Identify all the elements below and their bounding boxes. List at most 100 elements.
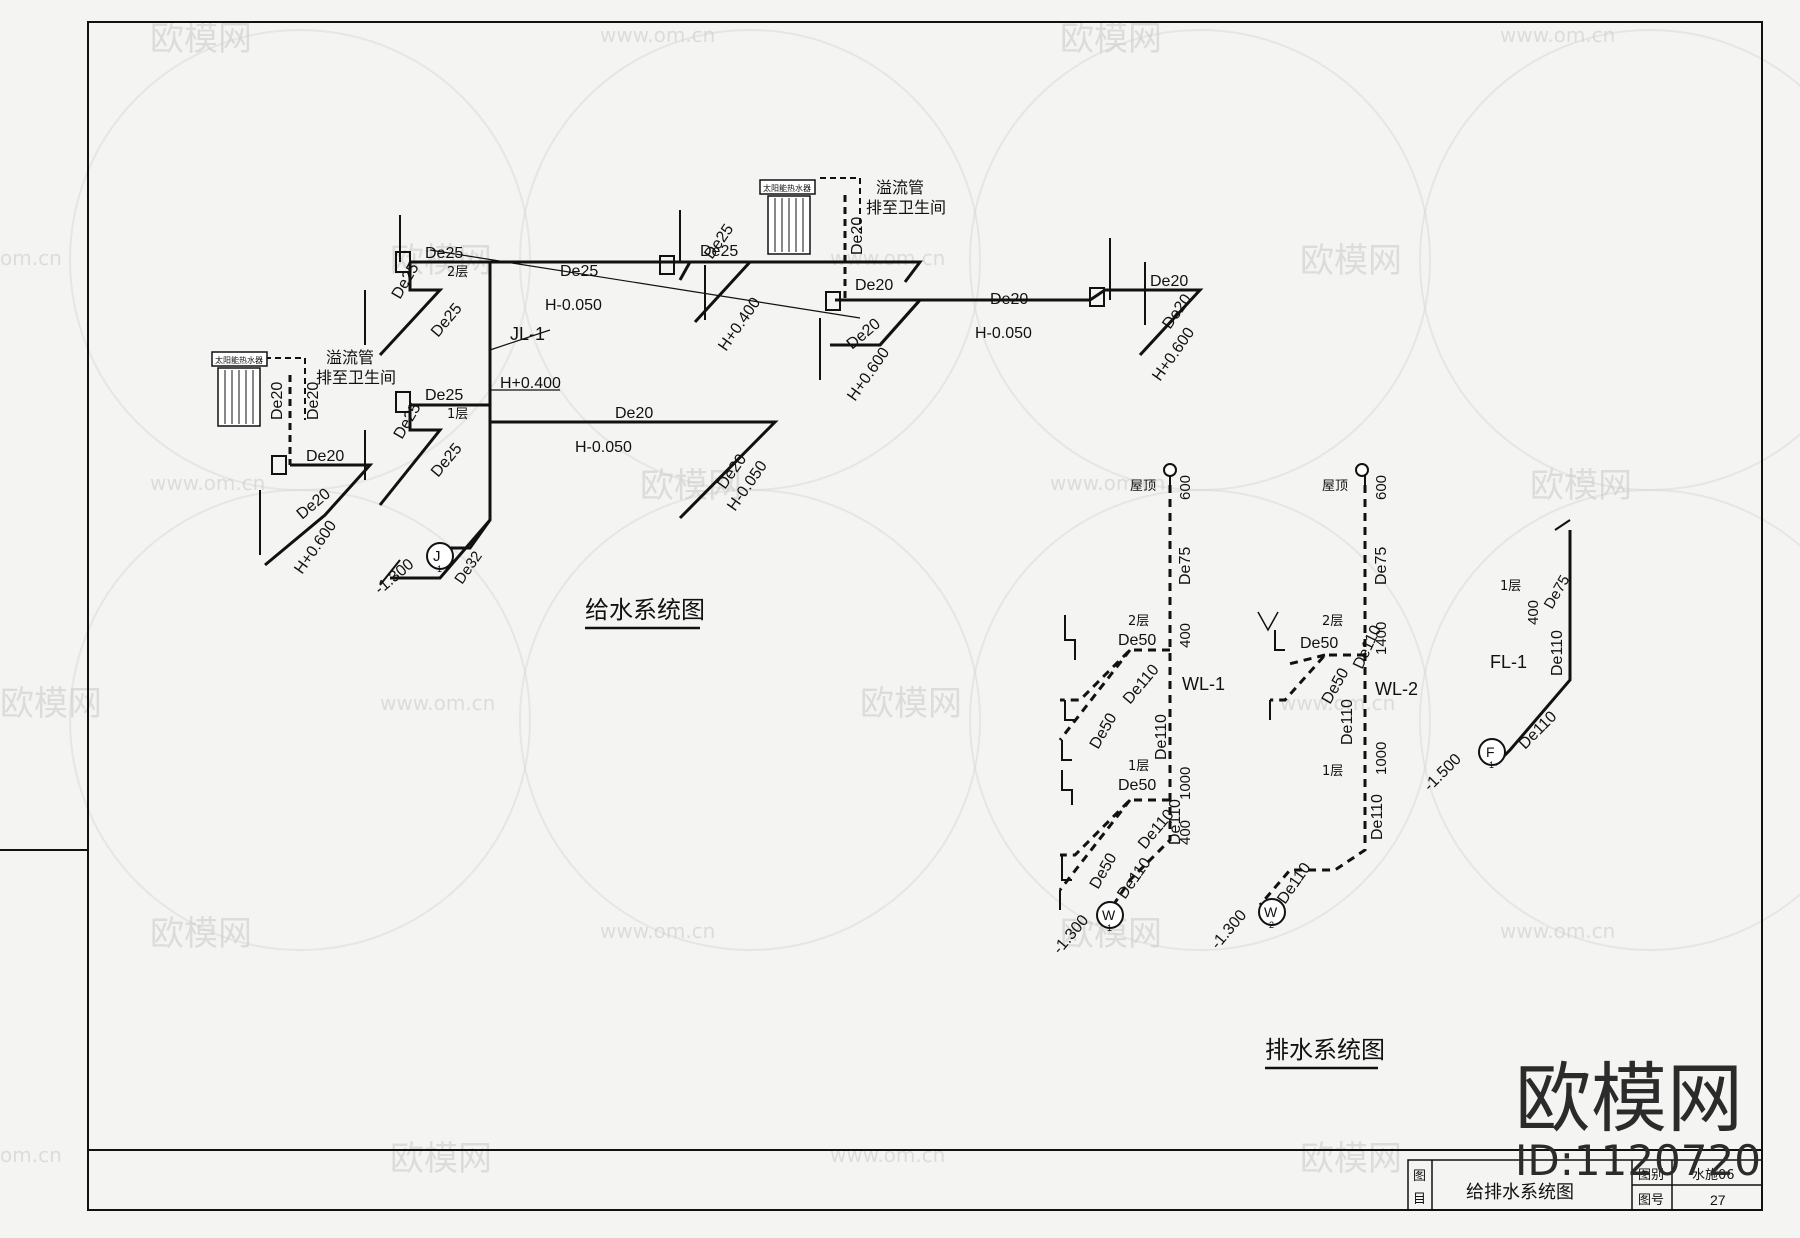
pipe-2f-branch	[690, 260, 754, 324]
pipe-size-label: De110	[1167, 799, 1184, 845]
watermark-site: om.cn	[0, 1143, 62, 1167]
pipe-size-label: De50	[1118, 632, 1156, 649]
drainage-system-title: 排水系统图	[1265, 1036, 1385, 1064]
title-block-label-mu: 目	[1413, 1192, 1426, 1207]
watermark-brand: 欧模网	[1530, 466, 1632, 506]
pipe-2f-main	[410, 260, 693, 281]
brand-watermark: 欧模网 ID:1120720	[1515, 1054, 1761, 1185]
leader-lines	[429, 249, 861, 391]
watermark-circle	[1419, 29, 1800, 491]
elevation-label: H+0.600	[291, 518, 340, 578]
watermark-brand: 欧模网	[860, 684, 962, 724]
heater-tank	[211, 351, 268, 367]
watermark-brand: 欧模网	[1060, 19, 1162, 59]
valve-icon	[659, 255, 675, 275]
asset-id: ID:1120720	[1515, 1136, 1761, 1185]
title-block-label-tubie: 图别	[1638, 1168, 1664, 1183]
watermark-site: www.om.cn	[1500, 23, 1615, 47]
drainage-labels: 屋顶 屋顶 600 600 De75 De75 2层 De50 400 De11…	[1050, 475, 1573, 1070]
pipe-size-label: De110	[1369, 794, 1386, 840]
sheet-category: 水施06	[1692, 1168, 1735, 1183]
solar-heater-1f: 太阳能热水器	[211, 351, 268, 427]
heater-tubes	[774, 198, 804, 252]
floor-label-1f: 1层	[447, 407, 468, 422]
valve-icon	[395, 391, 411, 413]
dimension-label: 400	[1177, 820, 1194, 845]
watermark-brand: 欧模网	[150, 914, 252, 954]
marker-letter: F	[1486, 744, 1495, 760]
watermark-site: www.om.cn	[1500, 919, 1615, 943]
pipe-size-label: De20	[269, 382, 286, 420]
dimension-label: 1400	[1373, 622, 1390, 655]
marker-number: 1	[1107, 923, 1112, 933]
heater-tubes	[224, 370, 254, 424]
pipe-1f-main	[410, 403, 779, 520]
valve-icon	[395, 251, 411, 273]
pipe-2f-riser-down	[830, 299, 922, 347]
dimension-label: 600	[1177, 475, 1194, 500]
marker-letter: W	[1264, 904, 1278, 920]
to-bathroom-label-1f: 排至卫生间	[316, 368, 396, 387]
outer-border	[87, 21, 1763, 1211]
floor-label-2f: 2层	[447, 265, 468, 280]
drain-trap	[1061, 855, 1072, 881]
watermark-brand: 欧模网	[1300, 241, 1402, 281]
roof-label-wl2: 屋顶	[1322, 479, 1348, 494]
elevation-label: H+0.600	[1149, 325, 1198, 385]
marker-number: 1	[437, 564, 442, 574]
pipe-size-label: De25	[425, 245, 463, 262]
pipe-1f-west	[378, 405, 444, 506]
watermark-brand: 欧模网	[0, 684, 102, 724]
dimension-label: 1000	[1373, 742, 1390, 775]
pipe-size-label: De20	[1159, 291, 1195, 332]
inlet-stub	[379, 559, 401, 586]
drain-fixtures	[1059, 615, 1285, 910]
drain-trap	[1061, 770, 1073, 805]
vent-cap-icon	[1163, 463, 1177, 477]
pipe-size-label: De110	[1274, 860, 1314, 907]
title-block-text: 图 目 给排水系统图 图别 图号 水施06 27	[1413, 1168, 1735, 1208]
leader-line	[489, 329, 551, 351]
pipe-size-label: De75	[1373, 547, 1390, 585]
elevation-label: H-0.050	[575, 439, 632, 456]
floor-label-1f: 1层	[1322, 764, 1343, 779]
heater-tank-label: 太阳能热水器	[763, 183, 811, 193]
watermark-site: www.om.cn	[1050, 471, 1165, 495]
pipe-size-label: De50	[1087, 850, 1121, 892]
watermark-brand: 欧模网	[1300, 1139, 1402, 1179]
wl2-branch-b	[1284, 653, 1326, 667]
marker-number: 2	[1269, 920, 1274, 930]
leader-line	[429, 249, 861, 319]
dimension-label: 400	[1525, 600, 1542, 625]
drawing-frame	[0, 21, 1763, 1211]
drawing-name: 给排水系统图	[1466, 1182, 1574, 1203]
pipe-2f-west	[378, 262, 444, 357]
heater-tank-label: 太阳能热水器	[215, 355, 263, 365]
drain-trap	[1064, 615, 1076, 660]
pipe-2f-mid	[680, 260, 923, 283]
valve-icon	[271, 455, 287, 475]
title-block-label-tuhao: 图号	[1638, 1193, 1664, 1208]
dimension-label: 1000	[1177, 767, 1194, 800]
roof-label-wl1: 屋顶	[1130, 479, 1156, 494]
valves	[271, 251, 1105, 475]
supply-system	[259, 177, 1204, 586]
pipe-size-label: De20	[1150, 273, 1188, 290]
floor-label-1f: 1层	[1500, 579, 1521, 594]
pipe-size-label: De32	[451, 548, 485, 587]
overflow-label-1f: 溢流管	[326, 348, 374, 367]
overflow-label-2f: 溢流管	[876, 178, 924, 197]
sheet-number: 27	[1710, 1192, 1726, 1208]
fixture-drops	[259, 210, 1146, 555]
watermark-brand: 欧模网	[150, 19, 252, 59]
watermark-site: www.om.cn	[380, 691, 495, 715]
pipe-size-label: De110	[1120, 661, 1163, 707]
riser-wl2	[1258, 485, 1367, 906]
floor-label-2f: 2层	[1322, 614, 1343, 629]
watermark-site: www.om.cn	[1280, 691, 1395, 715]
riser-wl1	[1108, 485, 1172, 911]
pipe-size-label: De25	[560, 263, 598, 280]
title-block	[1407, 1159, 1763, 1211]
floor-drain-funnel	[1257, 611, 1279, 632]
